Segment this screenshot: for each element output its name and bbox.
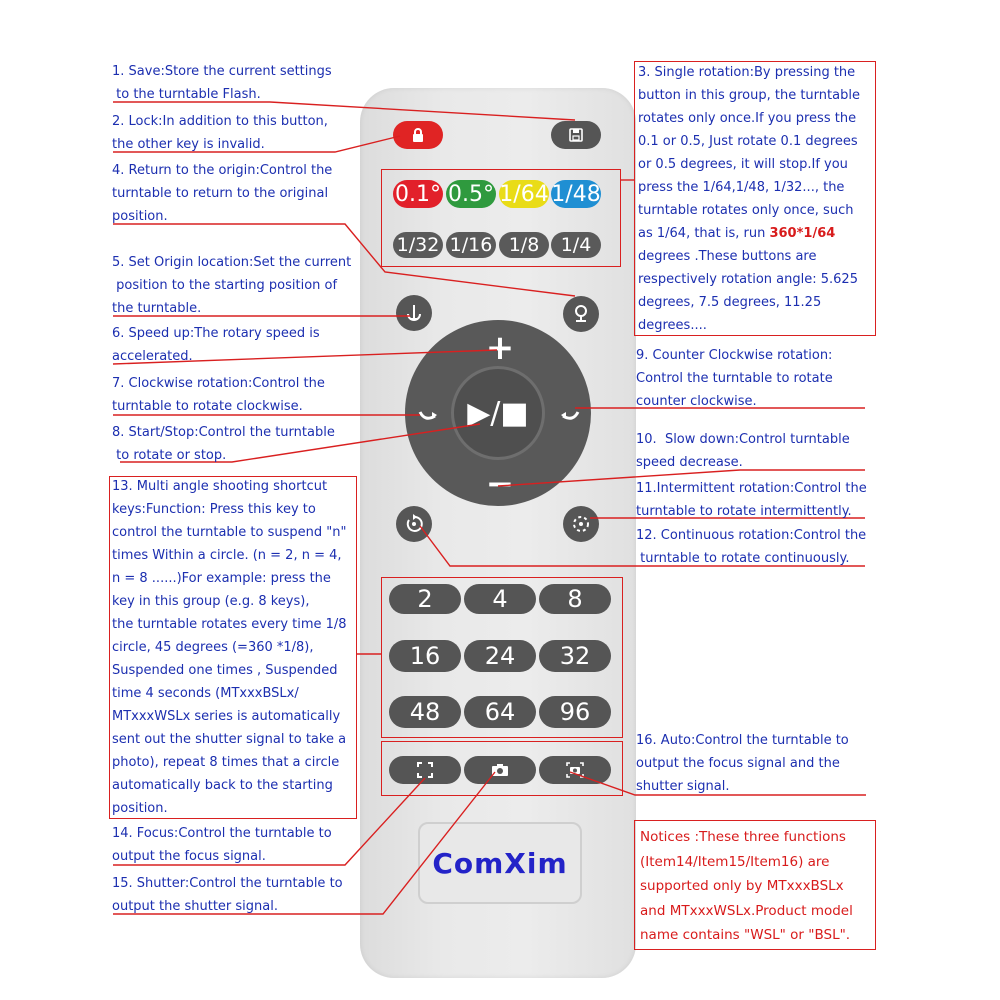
note-2-lock: 2. Lock:In addition to this button, the …: [112, 114, 328, 152]
note-3-highlight: 360*1/64: [769, 226, 836, 241]
intermittent-rotation-button[interactable]: [563, 506, 599, 542]
fraction-group-frame: [381, 169, 621, 267]
intermittent-rotation-icon: [573, 516, 589, 532]
notice-frame: [634, 820, 876, 950]
angle-96-button[interactable]: 96: [539, 696, 611, 728]
clockwise-arrow-icon: [418, 411, 437, 420]
return-origin-button[interactable]: [396, 295, 432, 331]
focus-bracket-icon: [417, 762, 433, 778]
rotation-1-48-button[interactable]: 1/48: [551, 180, 601, 208]
note-16-auto: 16. Auto:Control the turntable to output…: [636, 733, 849, 794]
rotation-1-4-label: 1/4: [560, 234, 592, 256]
note-13-multi-angle: 13. Multi angle shooting shortcut keys:F…: [112, 479, 347, 816]
note-14-focus: 14. Focus:Control the turntable to outpu…: [112, 826, 332, 864]
note-15-shutter: 15. Shutter:Control the turntable to out…: [112, 876, 343, 914]
shutter-button[interactable]: [464, 756, 536, 784]
angle-16-button[interactable]: 16: [389, 640, 461, 672]
speed-up-button[interactable]: +: [480, 328, 520, 368]
camera-icon: [492, 764, 508, 776]
set-origin-button[interactable]: [563, 296, 599, 332]
rotation-0-1-button[interactable]: 0.1°: [393, 180, 443, 208]
angle-2-label: 2: [417, 585, 433, 613]
note-3-single-rotation: 3. Single rotation:By pressing the butto…: [638, 61, 860, 337]
note-4-return-origin: 4. Return to the origin:Control the turn…: [112, 163, 333, 224]
note-1-save: 1. Save:Store the current settings to th…: [112, 64, 332, 102]
rotation-1-32-button[interactable]: 1/32: [393, 232, 443, 258]
plus-label: +: [485, 328, 515, 368]
start-stop-button[interactable]: ▶/■: [451, 366, 545, 460]
rotation-0-5-label: 0.5°: [448, 181, 494, 207]
angle-48-button[interactable]: 48: [389, 696, 461, 728]
continuous-rotation-icon: [406, 514, 423, 532]
counter-clockwise-arrow-icon: [561, 411, 580, 420]
minus-label: −: [485, 464, 515, 504]
note-3-frame: [634, 61, 876, 336]
note-12-continuous: 12. Continuous rotation:Control the turn…: [636, 528, 867, 566]
brand-logo: ComXim: [432, 846, 568, 880]
angle-2-button[interactable]: 2: [389, 584, 461, 614]
rotation-1-32-label: 1/32: [396, 234, 440, 256]
note-3-text-b: degrees .These buttons are respectively …: [638, 249, 858, 333]
angle-24-button[interactable]: 24: [464, 640, 536, 672]
rotation-1-48-label: 1/48: [551, 181, 601, 207]
note-3-text-a: 3. Single rotation:By pressing the butto…: [638, 65, 860, 241]
focus-button[interactable]: [389, 756, 461, 784]
note-10-slow-down: 10. Slow down:Control turntable speed de…: [636, 432, 850, 470]
angle-64-button[interactable]: 64: [464, 696, 536, 728]
note-8-start-stop: 8. Start/Stop:Control the turntable to r…: [112, 425, 335, 463]
note-6-speed-up: 6. Speed up:The rotary speed is accelera…: [112, 326, 320, 364]
rotation-1-4-button[interactable]: 1/4: [551, 232, 601, 258]
rotation-1-8-label: 1/8: [508, 234, 540, 256]
rotation-0-5-button[interactable]: 0.5°: [446, 180, 496, 208]
floppy-disk-icon: [569, 128, 583, 142]
angle-4-label: 4: [492, 585, 508, 613]
note-5-set-origin: 5. Set Origin location:Set the current p…: [112, 255, 352, 316]
counter-clockwise-button[interactable]: [552, 400, 586, 430]
continuous-rotation-button[interactable]: [396, 506, 432, 542]
lock-icon: [413, 128, 423, 142]
note-11-intermittent: 11.Intermittent rotation:Control the tur…: [636, 481, 867, 519]
lock-button[interactable]: [393, 121, 443, 149]
slow-down-button[interactable]: −: [480, 464, 520, 504]
angle-4-button[interactable]: 4: [464, 584, 536, 614]
rotation-1-64-label: 1/64: [499, 181, 549, 207]
rotation-0-1-label: 0.1°: [395, 181, 441, 207]
rotation-1-64-button[interactable]: 1/64: [499, 180, 549, 208]
rotation-1-16-label: 1/16: [449, 234, 493, 256]
anchor-up-icon: [575, 305, 587, 322]
save-button[interactable]: [551, 121, 601, 149]
angle-24-label: 24: [484, 642, 516, 670]
rotation-1-16-button[interactable]: 1/16: [446, 232, 496, 258]
angle-32-button[interactable]: 32: [539, 640, 611, 672]
note-7-clockwise: 7. Clockwise rotation:Control the turnta…: [112, 376, 325, 414]
notice-text: Notices :These three functions (Item14/I…: [640, 829, 853, 943]
angle-8-button[interactable]: 8: [539, 584, 611, 614]
angle-32-label: 32: [559, 642, 591, 670]
multi-angle-group-frame: [381, 577, 623, 738]
angle-96-label: 96: [559, 698, 591, 726]
note-9-counter-clockwise: 9. Counter Clockwise rotation: Control t…: [636, 348, 833, 409]
angle-16-label: 16: [409, 642, 441, 670]
angle-8-label: 8: [567, 585, 583, 613]
angle-64-label: 64: [484, 698, 516, 726]
angle-48-label: 48: [409, 698, 441, 726]
note-13-frame: [109, 476, 357, 819]
shutter-group-frame: [381, 741, 623, 796]
clockwise-button[interactable]: [412, 400, 446, 430]
rotation-1-8-button[interactable]: 1/8: [499, 232, 549, 258]
